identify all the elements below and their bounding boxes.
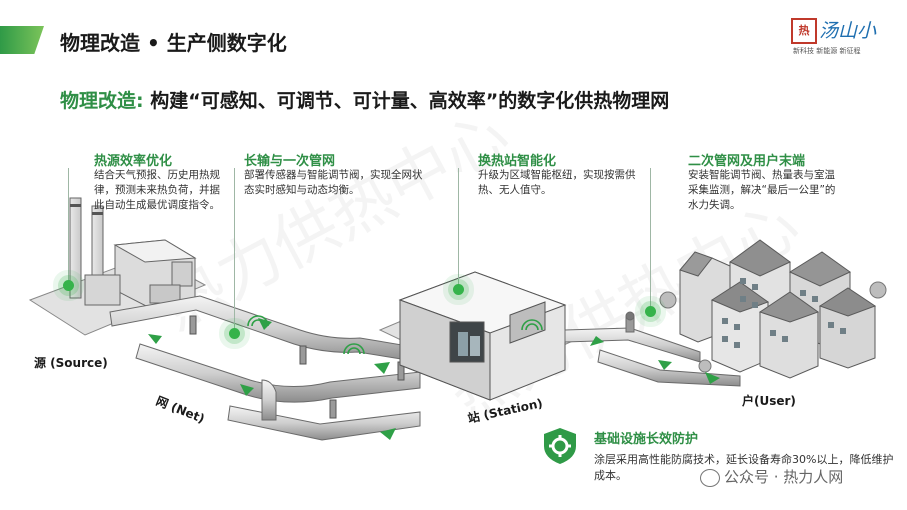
label-user: 户(User)	[742, 392, 796, 409]
account-watermark-text: 公众号 · 热力人网	[724, 468, 843, 486]
gear-shield-icon	[540, 426, 580, 466]
wechat-icon	[700, 469, 720, 487]
label-source: 源 (Source)	[34, 354, 108, 371]
heat-exchange-station-building	[400, 272, 565, 400]
feature-desc-station: 升级为区域智能枢纽，实现按需供热、无人值守。	[478, 168, 638, 198]
heat-source-plant	[70, 198, 195, 308]
leader-line-net	[234, 168, 235, 330]
marker-station	[453, 284, 464, 295]
feature-title-station: 换热站智能化	[478, 150, 556, 169]
leader-line-user	[650, 168, 651, 308]
base-protection-title: 基础设施长效防护	[594, 428, 698, 447]
marker-net	[229, 328, 240, 339]
feature-desc-user: 安装智能调节阀、热量表与室温采集监测，解决“最后一公里”的水力失调。	[688, 168, 836, 213]
feature-desc-heat-source: 结合天气预报、历史用热规律，预测未来热负荷，并据此自动生成最优调度指令。	[94, 168, 224, 213]
leader-line-station	[458, 168, 459, 286]
feature-title-transmission: 长输与一次管网	[244, 150, 335, 169]
marker-source	[63, 280, 74, 291]
feature-title-heat-source: 热源效率优化	[94, 150, 172, 169]
feature-desc-transmission: 部署传感器与智能调节阀，实现全网状态实时感知与动态均衡。	[244, 168, 432, 198]
residential-buildings	[680, 240, 875, 378]
marker-user	[645, 306, 656, 317]
feature-title-user: 二次管网及用户末端	[688, 150, 805, 169]
leader-line-source	[68, 168, 69, 284]
account-watermark: 公众号 · 热力人网	[700, 466, 843, 487]
transmission-pipes	[110, 296, 420, 440]
